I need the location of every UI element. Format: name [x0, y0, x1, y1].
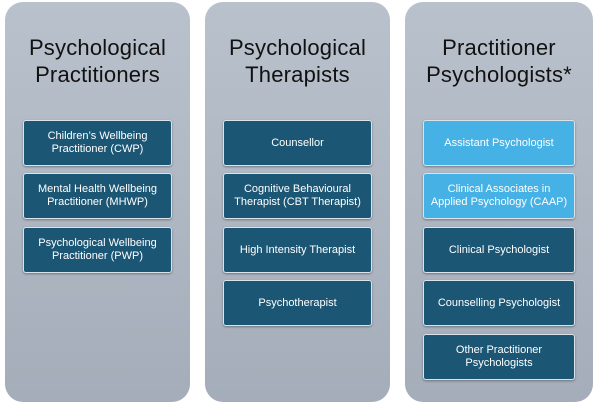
role-card: Other Practitioner Psychologists	[423, 334, 575, 380]
column-title: Practitioner Psychologists*	[405, 34, 593, 88]
role-card-label: Children’s Wellbeing Practitioner (CWP)	[47, 130, 148, 155]
role-card: Psychotherapist	[223, 280, 372, 326]
column-practitioner-psychologists: Practitioner Psychologists* Assistant Ps…	[405, 2, 593, 402]
role-card: Assistant Psychologist	[423, 120, 575, 166]
column-title-line: Practitioner	[442, 35, 556, 60]
role-card-label: Other Practitioner Psychologists	[455, 344, 543, 369]
column-psychological-therapists: Psychological Therapists Counsellor Cogn…	[205, 2, 390, 402]
role-card: Mental Health Wellbeing Practitioner (MH…	[23, 173, 172, 219]
column-title: Psychological Practitioners	[5, 34, 190, 88]
role-card: Cognitive Behavioural Therapist (CBT The…	[223, 173, 372, 219]
role-card-label: Cognitive Behavioural Therapist (CBT The…	[234, 183, 361, 208]
role-card: Clinical Psychologist	[423, 227, 575, 273]
column-title-line: Therapists	[245, 62, 350, 87]
role-card-label: Counselling Psychologist	[437, 296, 561, 309]
column-title: Psychological Therapists	[205, 34, 390, 88]
role-card-label: Clinical Associates in Applied Psycholog…	[430, 183, 568, 208]
role-card: Psychological Wellbeing Practitioner (PW…	[23, 227, 172, 273]
column-title-line: Psychologists*	[426, 62, 572, 87]
role-card-label: Assistant Psychologist	[444, 136, 554, 149]
column-title-line: Practitioners	[35, 62, 160, 87]
role-card-label: Mental Health Wellbeing Practitioner (MH…	[37, 183, 158, 208]
role-card: Counsellor	[223, 120, 372, 166]
role-card: Children’s Wellbeing Practitioner (CWP)	[23, 120, 172, 166]
role-card: Clinical Associates in Applied Psycholog…	[423, 173, 575, 219]
role-card-label: Psychological Wellbeing Practitioner (PW…	[38, 237, 157, 262]
role-card-label: Counsellor	[271, 136, 324, 149]
column-title-line: Psychological	[28, 35, 167, 60]
role-card-label: High Intensity Therapist	[239, 243, 356, 256]
role-card-label: Psychotherapist	[258, 296, 337, 309]
role-card: Counselling Psychologist	[423, 280, 575, 326]
column-psychological-practitioners: Psychological Practitioners Children’s W…	[5, 2, 190, 402]
role-card: High Intensity Therapist	[223, 227, 372, 273]
role-card-label: Clinical Psychologist	[448, 243, 550, 256]
column-title-line: Psychological	[228, 35, 367, 60]
